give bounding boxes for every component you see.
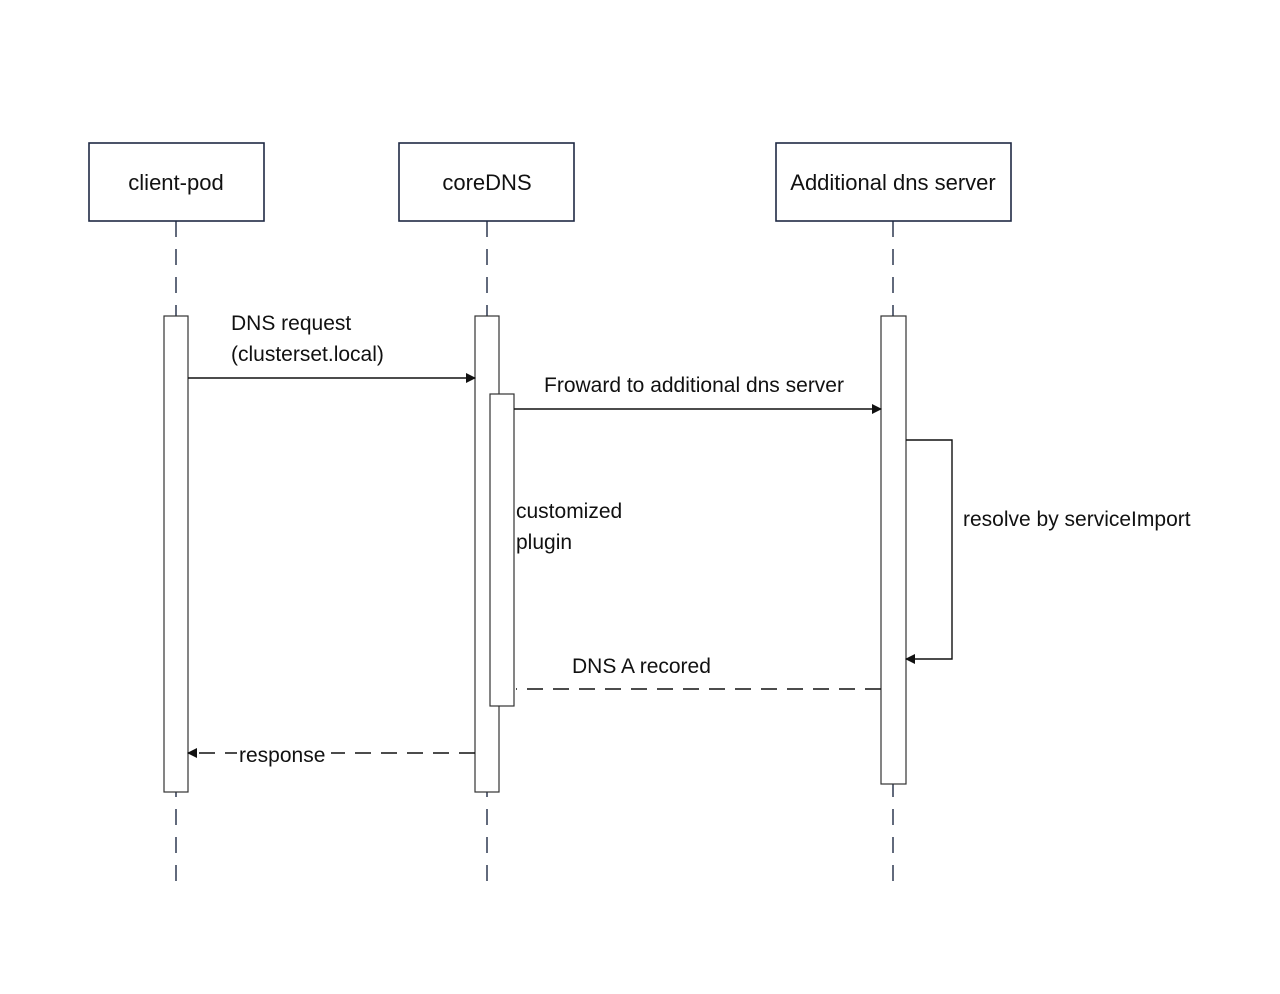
message-dns-request-label-line1: DNS request: [231, 312, 351, 335]
message-resolve-arrow: [905, 439, 953, 664]
message-resolve-label: resolve by serviceImport: [963, 508, 1191, 531]
actor-client-pod-label: client-pod: [128, 170, 223, 195]
message-forward-label: Froward to additional dns server: [544, 374, 844, 397]
message-response-label: response: [239, 744, 325, 767]
activation-coredns-plugin: [489, 393, 515, 707]
plugin-label-line2: plugin: [516, 531, 572, 554]
actor-additional-dns-server-label: Additional dns server: [790, 170, 995, 195]
plugin-label-line1: customized: [516, 500, 622, 523]
actor-coredns-label: coreDNS: [442, 170, 531, 195]
activation-client-pod: [163, 315, 189, 793]
actor-client-pod: client-pod: [88, 142, 265, 222]
actor-additional-dns-server: Additional dns server: [775, 142, 1012, 222]
message-dns-a-record-label: DNS A recored: [572, 655, 711, 678]
activation-additional-dns-server: [880, 315, 907, 785]
actor-coredns: coreDNS: [398, 142, 575, 222]
message-dns-request-label-line2: (clusterset.local): [231, 343, 384, 366]
